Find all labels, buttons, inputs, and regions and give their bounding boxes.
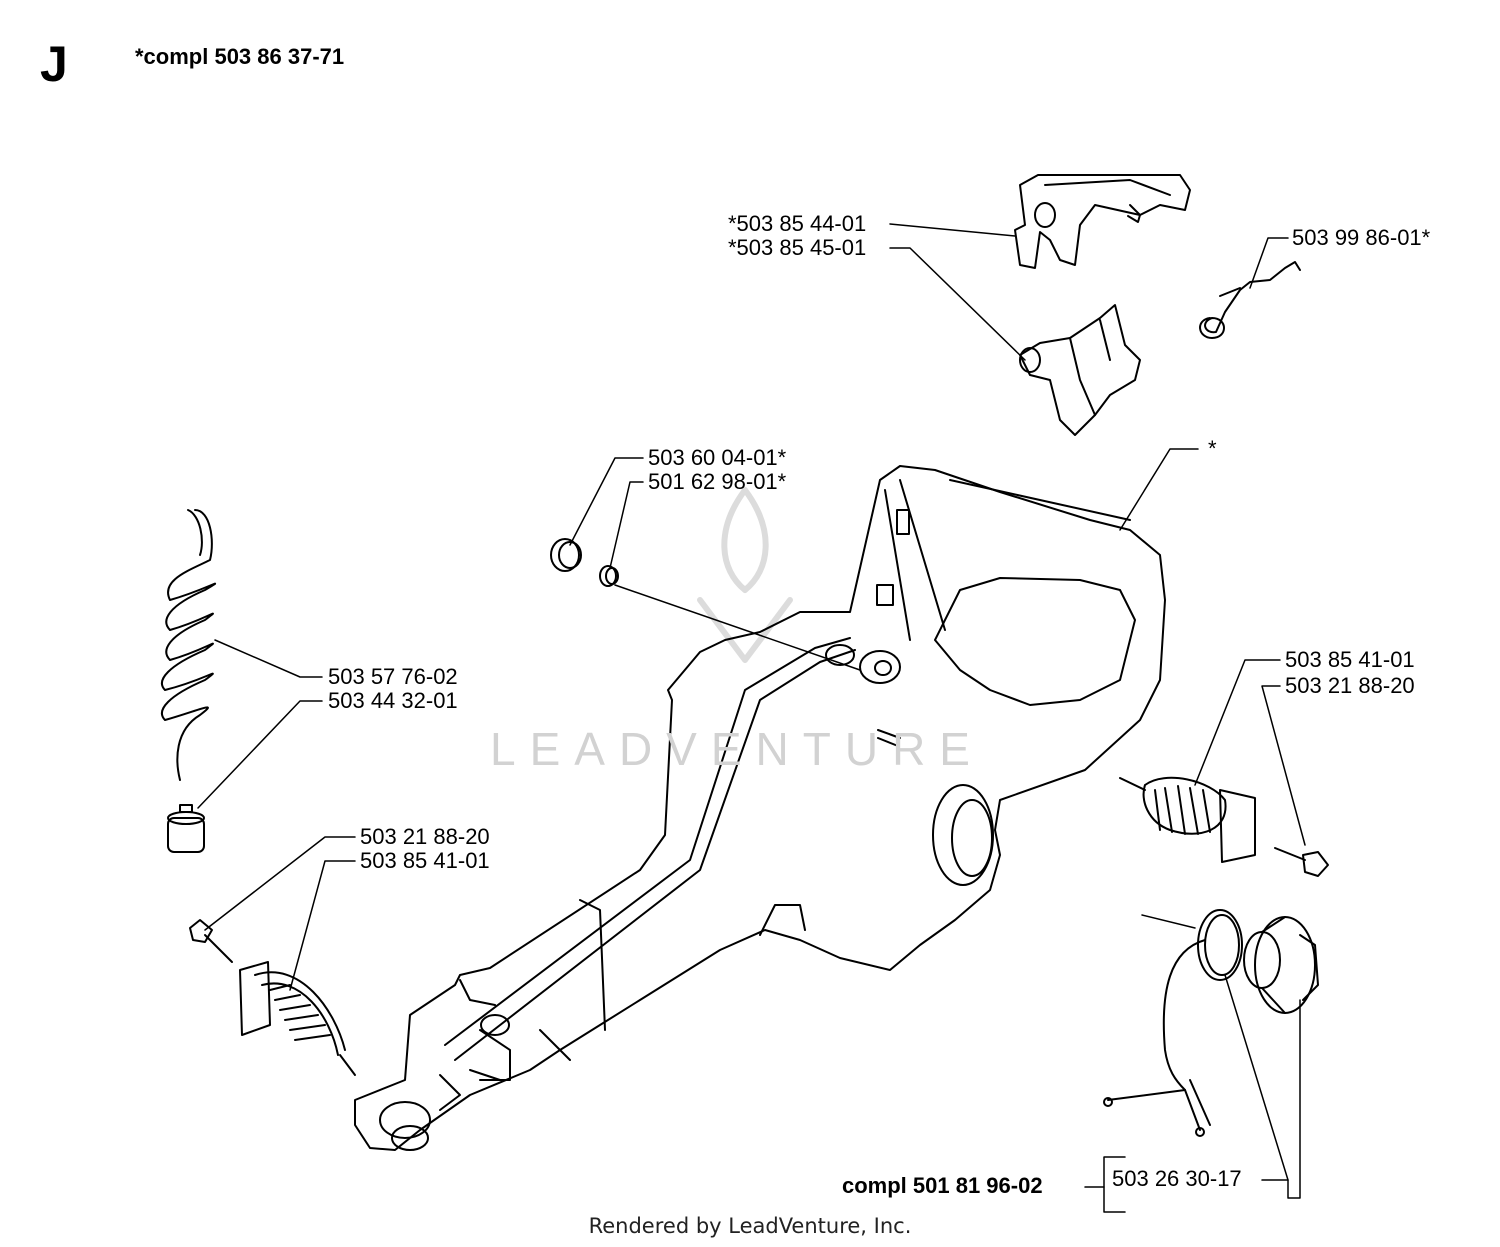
- throttle-trigger-icon: [1014, 174, 1191, 269]
- watermark-text: LEADVENTURE: [490, 723, 984, 775]
- o-ring-icon: [1197, 909, 1243, 981]
- screw-left-icon: [189, 919, 233, 963]
- grommet-small-icon: [599, 565, 619, 587]
- throttle-lockout-icon: [1019, 304, 1141, 436]
- fuel-hose-icon: [160, 509, 217, 781]
- cap-assembly-label: compl 501 81 96-02: [842, 1173, 1043, 1198]
- screw-right-icon: [1274, 847, 1329, 877]
- fuel-filter-icon: [167, 804, 205, 853]
- part-label-screw-right: 503 21 88-20: [1285, 673, 1415, 698]
- part-label-grommet-large: 503 60 04-01*: [648, 445, 787, 470]
- section-letter: J: [40, 36, 68, 92]
- grommet-large-icon: [550, 538, 582, 572]
- torsion-spring-icon: [1199, 261, 1301, 339]
- rear-handle-tank: [354, 465, 1166, 1151]
- fuel-cap-icon: [1243, 916, 1319, 1014]
- part-label-cap-oring: 503 26 30-17: [1112, 1166, 1242, 1191]
- assembly-reference: *compl 503 86 37-71: [135, 44, 345, 69]
- leader-lines: [197, 223, 1306, 1213]
- footer-credit: Rendered by LeadVenture, Inc.: [588, 1214, 912, 1238]
- part-label-handle: *: [1208, 436, 1217, 461]
- part-label-spring: 503 99 86-01*: [1292, 225, 1431, 250]
- part-label-screw-left: 503 21 88-20: [360, 824, 490, 849]
- av-spring-left-icon: [239, 961, 356, 1076]
- part-label-fuel-hose: 503 57 76-02: [328, 664, 458, 689]
- part-label-spring-right: 503 85 41-01: [1285, 647, 1415, 672]
- part-label-fuel-filter: 503 44 32-01: [328, 688, 458, 713]
- part-label-throttle-lockout: *503 85 45-01: [728, 235, 867, 260]
- av-spring-right-icon: [1119, 776, 1256, 863]
- part-label-throttle-trigger: *503 85 44-01: [728, 211, 867, 236]
- part-label-spring-left: 503 85 41-01: [360, 848, 490, 873]
- cap-retainer-icon: [1103, 939, 1211, 1137]
- part-label-grommet-small: 501 62 98-01*: [648, 469, 787, 494]
